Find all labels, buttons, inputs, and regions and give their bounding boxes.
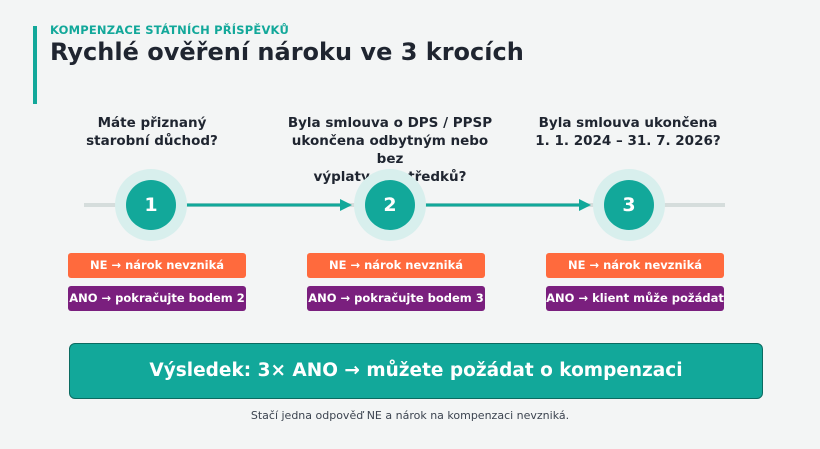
step-1-question-line: starobní důchod? bbox=[86, 133, 218, 149]
step-2-ano-badge: ANO → pokračujte bodem 3 bbox=[307, 286, 485, 311]
step-2-circle bbox=[365, 180, 415, 230]
step-1-circle bbox=[126, 180, 176, 230]
result-banner: Výsledek: 3× ANO → můžete požádat o komp… bbox=[69, 343, 763, 399]
step-2-question-line: ukončena odbytným nebo bez bbox=[291, 133, 489, 167]
step-3-ano-badge: ANO → klient může požádat bbox=[546, 286, 724, 311]
step-1-question: Máte přiznaný starobní důchod? bbox=[42, 114, 262, 150]
page-title: Rychlé ověření nároku ve 3 krocích bbox=[50, 38, 524, 66]
footnote: Stačí jedna odpověď NE a nárok na kompen… bbox=[250, 409, 570, 422]
step-2-question-line: Byla smlouva o DPS / PPSP bbox=[287, 115, 493, 131]
step-3-circle bbox=[604, 180, 654, 230]
step-flow bbox=[84, 169, 725, 241]
step-2-number: 2 bbox=[383, 194, 397, 216]
step-3-question-line: 1. 1. 2024 – 31. 7. 2026? bbox=[535, 133, 721, 149]
arrowhead-1-2-icon bbox=[340, 199, 352, 211]
step-3-question: Byla smlouva ukončena 1. 1. 2024 – 31. 7… bbox=[518, 114, 738, 150]
step-3-number: 3 bbox=[622, 194, 636, 216]
step-1-number: 1 bbox=[144, 194, 158, 216]
step-2-ne-badge: NE → nárok nevzniká bbox=[307, 253, 485, 278]
step-1-ano-badge: ANO → pokračujte bodem 2 bbox=[68, 286, 246, 311]
accent-bar bbox=[33, 26, 37, 104]
step-3-question-line: Byla smlouva ukončena bbox=[538, 115, 718, 131]
eyebrow-label: KOMPENZACE STÁTNÍCH PŘÍSPĚVKŮ bbox=[50, 23, 289, 37]
step-3-ne-badge: NE → nárok nevzniká bbox=[546, 253, 724, 278]
step-1-question-line: Máte přiznaný bbox=[97, 115, 207, 131]
step-1-ne-badge: NE → nárok nevzniká bbox=[68, 253, 246, 278]
arrowhead-2-3-icon bbox=[579, 199, 591, 211]
